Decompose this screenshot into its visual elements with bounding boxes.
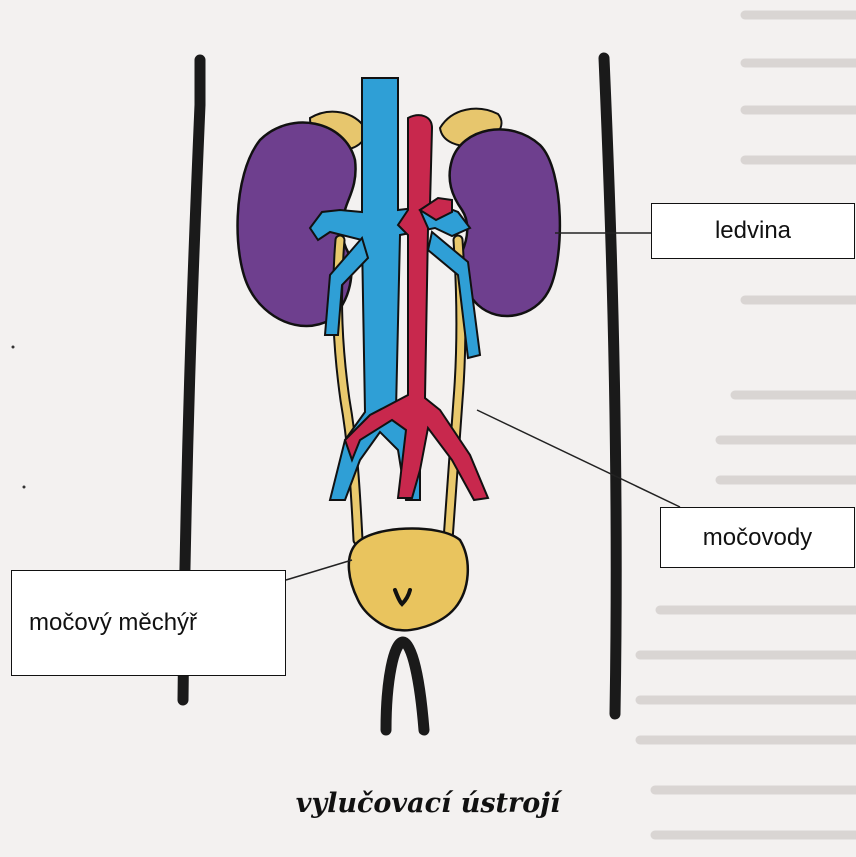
- stray-dot: [23, 486, 26, 489]
- leader-line-ureters: [477, 410, 680, 507]
- right-body-line: [604, 58, 616, 714]
- leader-line-bladder: [286, 560, 352, 580]
- label-kidney-text: ledvina: [715, 217, 791, 245]
- label-kidney: ledvina: [651, 203, 855, 259]
- background-text-lines: [640, 15, 856, 835]
- label-ureters-text: močovody: [703, 524, 812, 552]
- label-ureters: močovody: [660, 507, 855, 568]
- urinary-bladder: [349, 529, 468, 631]
- stray-dot: [12, 346, 15, 349]
- label-bladder-text: močový měchýř: [29, 609, 197, 637]
- figure-caption: vylučovací ústrojí: [0, 788, 856, 819]
- legs-outline: [386, 642, 424, 730]
- label-bladder: močový měchýř: [11, 570, 286, 676]
